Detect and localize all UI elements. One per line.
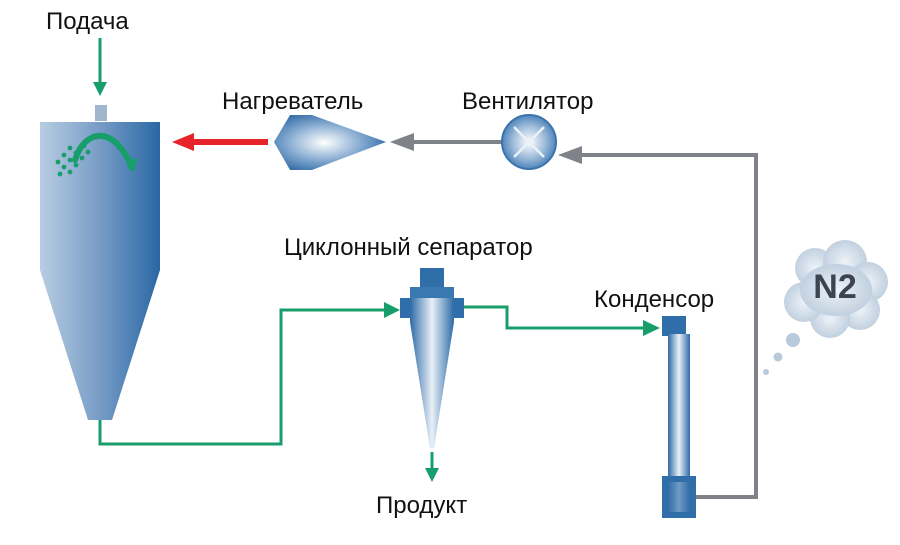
cyclone-separator-label: Циклонный сепаратор bbox=[284, 234, 533, 261]
fan-label: Вентилятор bbox=[462, 88, 594, 115]
product-label: Продукт bbox=[376, 492, 468, 519]
condenser bbox=[662, 316, 696, 518]
feed-arrow bbox=[93, 38, 107, 96]
recycle-line bbox=[558, 146, 758, 499]
heater-label: Нагреватель bbox=[222, 88, 364, 115]
drying-tower bbox=[40, 105, 160, 420]
tower-body bbox=[40, 122, 160, 420]
heater bbox=[274, 115, 386, 170]
n2-label: N2 bbox=[813, 268, 857, 306]
tower-to-cyclone-line bbox=[98, 302, 400, 446]
fan-to-heater-arrow bbox=[390, 133, 502, 151]
spray-icon bbox=[55, 132, 138, 177]
cyclone-separator bbox=[400, 268, 464, 448]
cyclone-to-condenser-line bbox=[464, 305, 660, 336]
feed-nozzle bbox=[95, 105, 107, 121]
fan bbox=[501, 114, 557, 170]
condenser-label: Конденсор bbox=[594, 286, 715, 313]
hot-air-arrow bbox=[172, 133, 268, 151]
feed-label: Подача bbox=[46, 8, 129, 35]
n2-cloud bbox=[763, 240, 888, 375]
product-arrow bbox=[425, 452, 439, 482]
